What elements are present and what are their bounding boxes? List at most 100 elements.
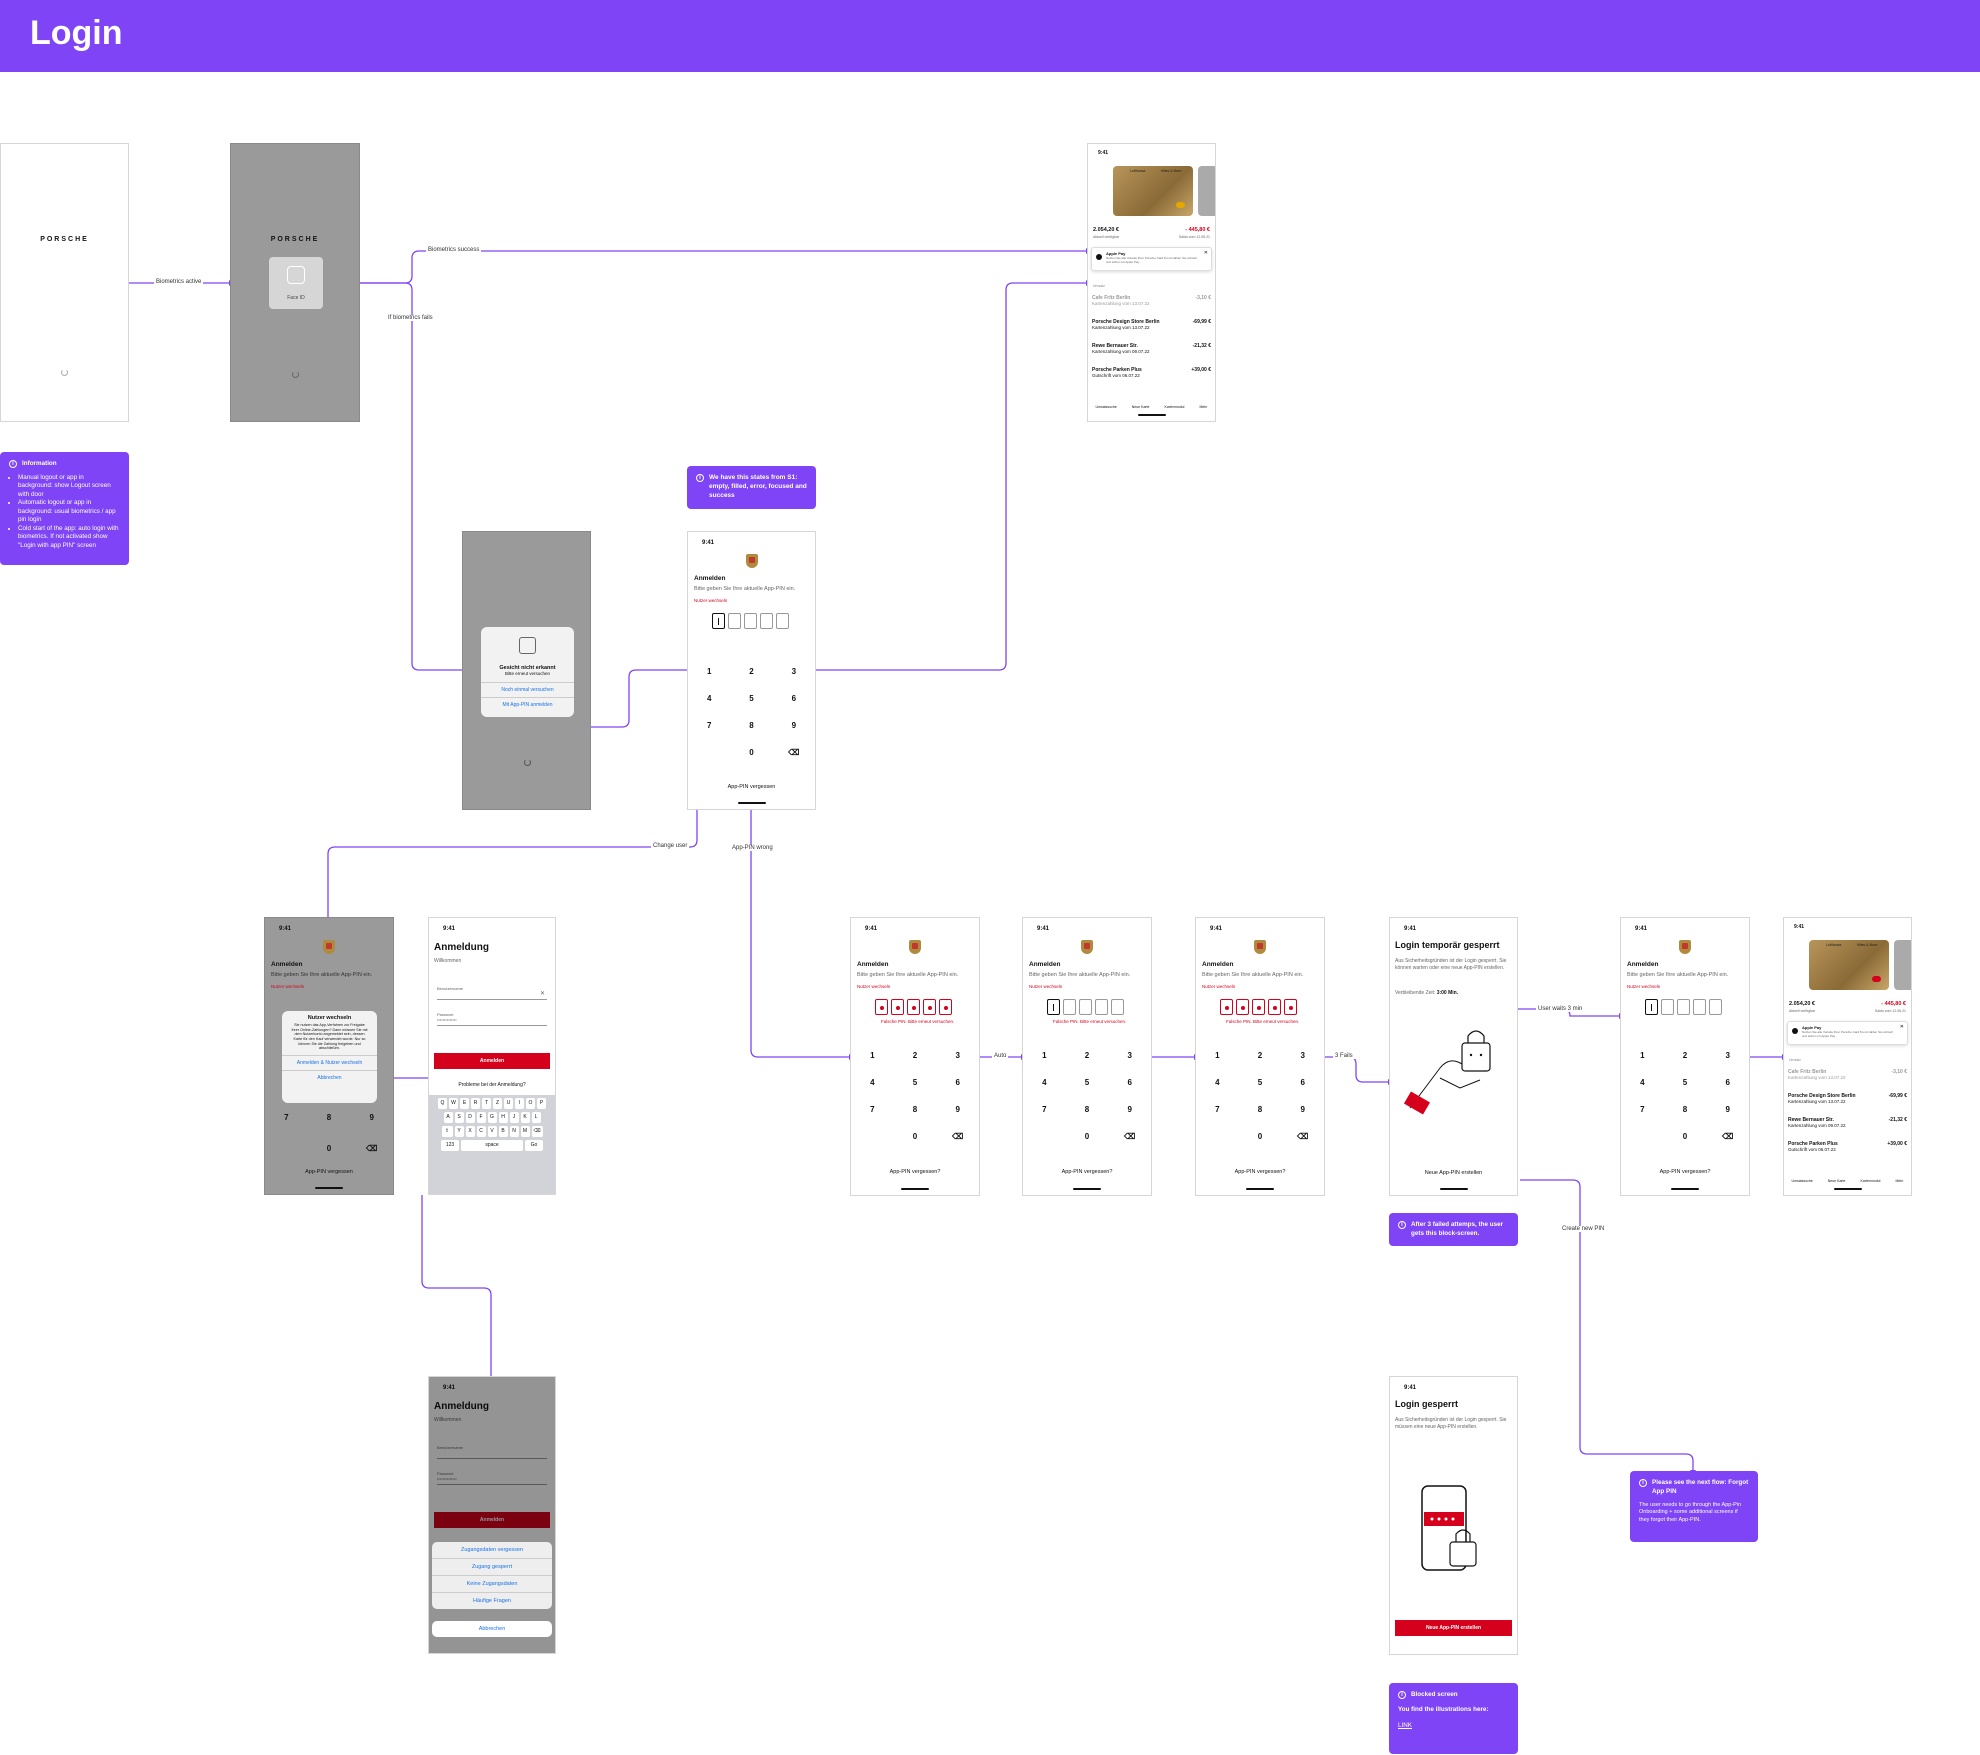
backspace-icon[interactable]: ⌫ xyxy=(1297,1132,1309,1141)
apple-pay-banner[interactable]: Apple Pay Nutzen Sie alle Vorteile Ihrer… xyxy=(1091,247,1212,271)
key-0[interactable]: 0 xyxy=(1257,1132,1263,1141)
tab-umsatzsuche[interactable]: Umsatzsuche xyxy=(1791,1179,1813,1183)
key-6[interactable]: 6 xyxy=(1127,1078,1132,1087)
key-0[interactable]: 0 xyxy=(912,1132,918,1141)
forgot-credentials-option[interactable]: Zugangsdaten vergessen xyxy=(432,1542,552,1559)
key-4[interactable]: 4 xyxy=(706,694,712,703)
password-field[interactable]: Passwort•••••••••••••• xyxy=(437,1471,547,1485)
tab-umsatzsuche[interactable]: Umsatzsuche xyxy=(1095,405,1117,409)
transaction-row[interactable]: Rewe Bernauer Str.Kartenzahlung vom 09.0… xyxy=(1092,343,1211,354)
key-4[interactable]: 4 xyxy=(1215,1078,1220,1087)
problems-link[interactable]: Probleme bei der Anmeldung? xyxy=(458,1082,526,1088)
key-3[interactable]: 3 xyxy=(1300,1051,1305,1060)
close-icon[interactable]: ✕ xyxy=(1203,250,1208,256)
key-2[interactable]: 2 xyxy=(1084,1051,1090,1060)
next-card[interactable] xyxy=(1198,166,1215,216)
forgot-pin-link[interactable]: App-PIN vergessen xyxy=(305,1169,353,1175)
close-icon[interactable]: ✕ xyxy=(1899,1024,1904,1030)
key-4[interactable]: 4 xyxy=(1042,1078,1047,1087)
key-8[interactable]: 8 xyxy=(912,1105,918,1114)
pin-input[interactable] xyxy=(1047,999,1124,1015)
key-7[interactable]: 7 xyxy=(870,1105,875,1114)
key-3[interactable]: 3 xyxy=(791,667,797,676)
change-user-link[interactable]: Nutzer wechseln xyxy=(1029,984,1063,989)
key-8[interactable]: 8 xyxy=(1084,1105,1090,1114)
key-9[interactable]: 9 xyxy=(791,721,797,730)
key-8[interactable]: 8 xyxy=(326,1113,332,1122)
key-7[interactable]: 7 xyxy=(1215,1105,1220,1114)
key-6[interactable]: 6 xyxy=(955,1078,960,1087)
key-8[interactable]: 8 xyxy=(749,721,754,730)
backspace-icon[interactable]: ⌫ xyxy=(1722,1132,1734,1141)
backspace-icon[interactable]: ⌫ xyxy=(1124,1132,1136,1141)
key-9[interactable]: 9 xyxy=(955,1105,960,1114)
tab-neue-karte[interactable]: Neue Karte xyxy=(1131,405,1150,409)
key-7[interactable]: 7 xyxy=(706,721,712,730)
key-6[interactable]: 6 xyxy=(1300,1078,1305,1087)
tab-kartenmodul[interactable]: Kartenmodul xyxy=(1164,405,1185,409)
password-field[interactable]: Passwort•••••••••••••• xyxy=(437,1012,547,1026)
key-7[interactable]: 7 xyxy=(1640,1105,1645,1114)
key-2[interactable]: 2 xyxy=(1257,1051,1263,1060)
key-2[interactable]: 2 xyxy=(912,1051,918,1060)
key-3[interactable]: 3 xyxy=(1127,1051,1132,1060)
change-user-link[interactable]: Nutzer wechseln xyxy=(694,598,728,603)
key-1[interactable]: 1 xyxy=(1042,1051,1047,1060)
key-5[interactable]: 5 xyxy=(749,694,754,703)
credit-card[interactable]: Lufthansa Miles & More xyxy=(1113,166,1193,216)
credit-card[interactable]: Lufthansa Miles & More xyxy=(1809,940,1889,990)
key-3[interactable]: 3 xyxy=(955,1051,960,1060)
tab-mehr[interactable]: Mehr xyxy=(1199,405,1208,409)
pin-input[interactable] xyxy=(1645,999,1722,1015)
transaction-row[interactable]: Rewe Bernauer Str.Kartenzahlung vom 09.0… xyxy=(1788,1117,1907,1128)
backspace-icon[interactable]: ⌫ xyxy=(788,748,800,757)
retry-button[interactable]: Noch einmal versuchen xyxy=(481,682,574,697)
forgot-pin-link[interactable]: App-PIN vergessen? xyxy=(1061,1169,1113,1175)
key-4[interactable]: 4 xyxy=(1640,1078,1645,1087)
key-3[interactable]: 3 xyxy=(1725,1051,1730,1060)
tab-mehr[interactable]: Mehr xyxy=(1895,1179,1904,1183)
pin-input[interactable] xyxy=(875,999,952,1015)
pin-input[interactable] xyxy=(1220,999,1297,1015)
tab-neue-karte[interactable]: Neue Karte xyxy=(1827,1179,1846,1183)
key-6[interactable]: 6 xyxy=(791,694,797,703)
key-9[interactable]: 9 xyxy=(1725,1105,1730,1114)
change-user-link[interactable]: Nutzer wechseln xyxy=(1627,984,1661,989)
key-2[interactable]: 2 xyxy=(749,667,754,676)
key-1[interactable]: 1 xyxy=(706,667,712,676)
forgot-pin-link[interactable]: App-PIN vergessen? xyxy=(1659,1169,1711,1175)
cancel-button[interactable]: Abbrechen xyxy=(282,1069,377,1085)
key-8[interactable]: 8 xyxy=(1257,1105,1263,1114)
faq-option[interactable]: Häufige Fragen xyxy=(473,1598,511,1604)
key-1[interactable]: 1 xyxy=(870,1051,875,1060)
key-5[interactable]: 5 xyxy=(1084,1078,1090,1087)
key-5[interactable]: 5 xyxy=(912,1078,918,1087)
forgot-pin-link[interactable]: App-PIN vergessen? xyxy=(1234,1169,1286,1175)
key-0[interactable]: 0 xyxy=(326,1144,332,1153)
create-new-pin-button[interactable]: Neue App-PIN erstellen xyxy=(1395,1620,1512,1636)
key-0[interactable]: 0 xyxy=(1682,1132,1688,1141)
key-2[interactable]: 2 xyxy=(1682,1051,1688,1060)
forgot-pin-link[interactable]: App-PIN vergessen? xyxy=(889,1169,941,1175)
change-user-link[interactable]: Nutzer wechseln xyxy=(1202,984,1236,989)
key-9[interactable]: 9 xyxy=(1127,1105,1132,1114)
pin-input[interactable] xyxy=(711,613,789,629)
create-new-pin-link[interactable]: Neue App-PIN erstellen xyxy=(1424,1170,1483,1176)
key-0[interactable]: 0 xyxy=(749,748,754,757)
key-4[interactable]: 4 xyxy=(870,1078,875,1087)
key-9[interactable]: 9 xyxy=(1300,1105,1305,1114)
key-8[interactable]: 8 xyxy=(1682,1105,1688,1114)
forgot-pin-link[interactable]: App-PIN vergessen xyxy=(727,784,776,790)
login-with-pin-button[interactable]: Mit App-PIN anmelden xyxy=(481,697,574,712)
backspace-icon[interactable]: ⌫ xyxy=(366,1144,378,1153)
tab-kartenmodul[interactable]: Kartenmodul xyxy=(1860,1179,1881,1183)
next-card[interactable] xyxy=(1894,940,1911,990)
no-credentials-option[interactable]: Keine Zugangsdaten xyxy=(432,1576,552,1593)
